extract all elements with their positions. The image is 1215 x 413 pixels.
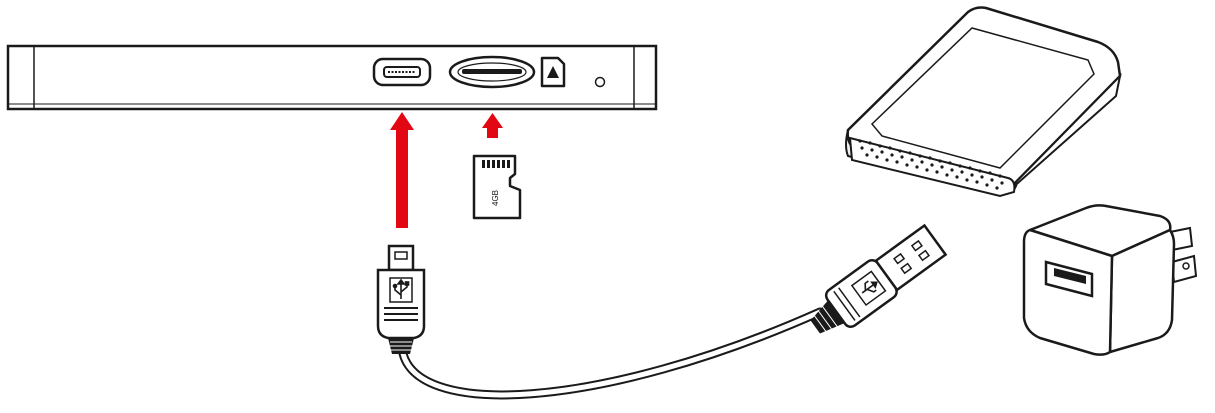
card-insert-arrow xyxy=(482,113,503,138)
usb-wall-charger xyxy=(1022,204,1198,356)
led-indicator-icon xyxy=(594,76,606,88)
usb-symbol-icon xyxy=(392,278,410,299)
microsd-card: 4GB xyxy=(472,154,522,220)
device-isometric-view xyxy=(845,6,1122,198)
usb-insert-arrow xyxy=(390,112,414,228)
device-side-panel xyxy=(6,44,658,111)
micro-usb-port-icon[interactable] xyxy=(372,57,432,87)
usb-a-plug xyxy=(810,223,948,334)
sd-card-icon xyxy=(540,56,566,88)
usb-cable xyxy=(376,223,948,400)
mini-usb-plug xyxy=(376,244,426,354)
microsd-slot[interactable] xyxy=(448,55,536,89)
microsd-capacity-label: 4GB xyxy=(491,190,500,206)
